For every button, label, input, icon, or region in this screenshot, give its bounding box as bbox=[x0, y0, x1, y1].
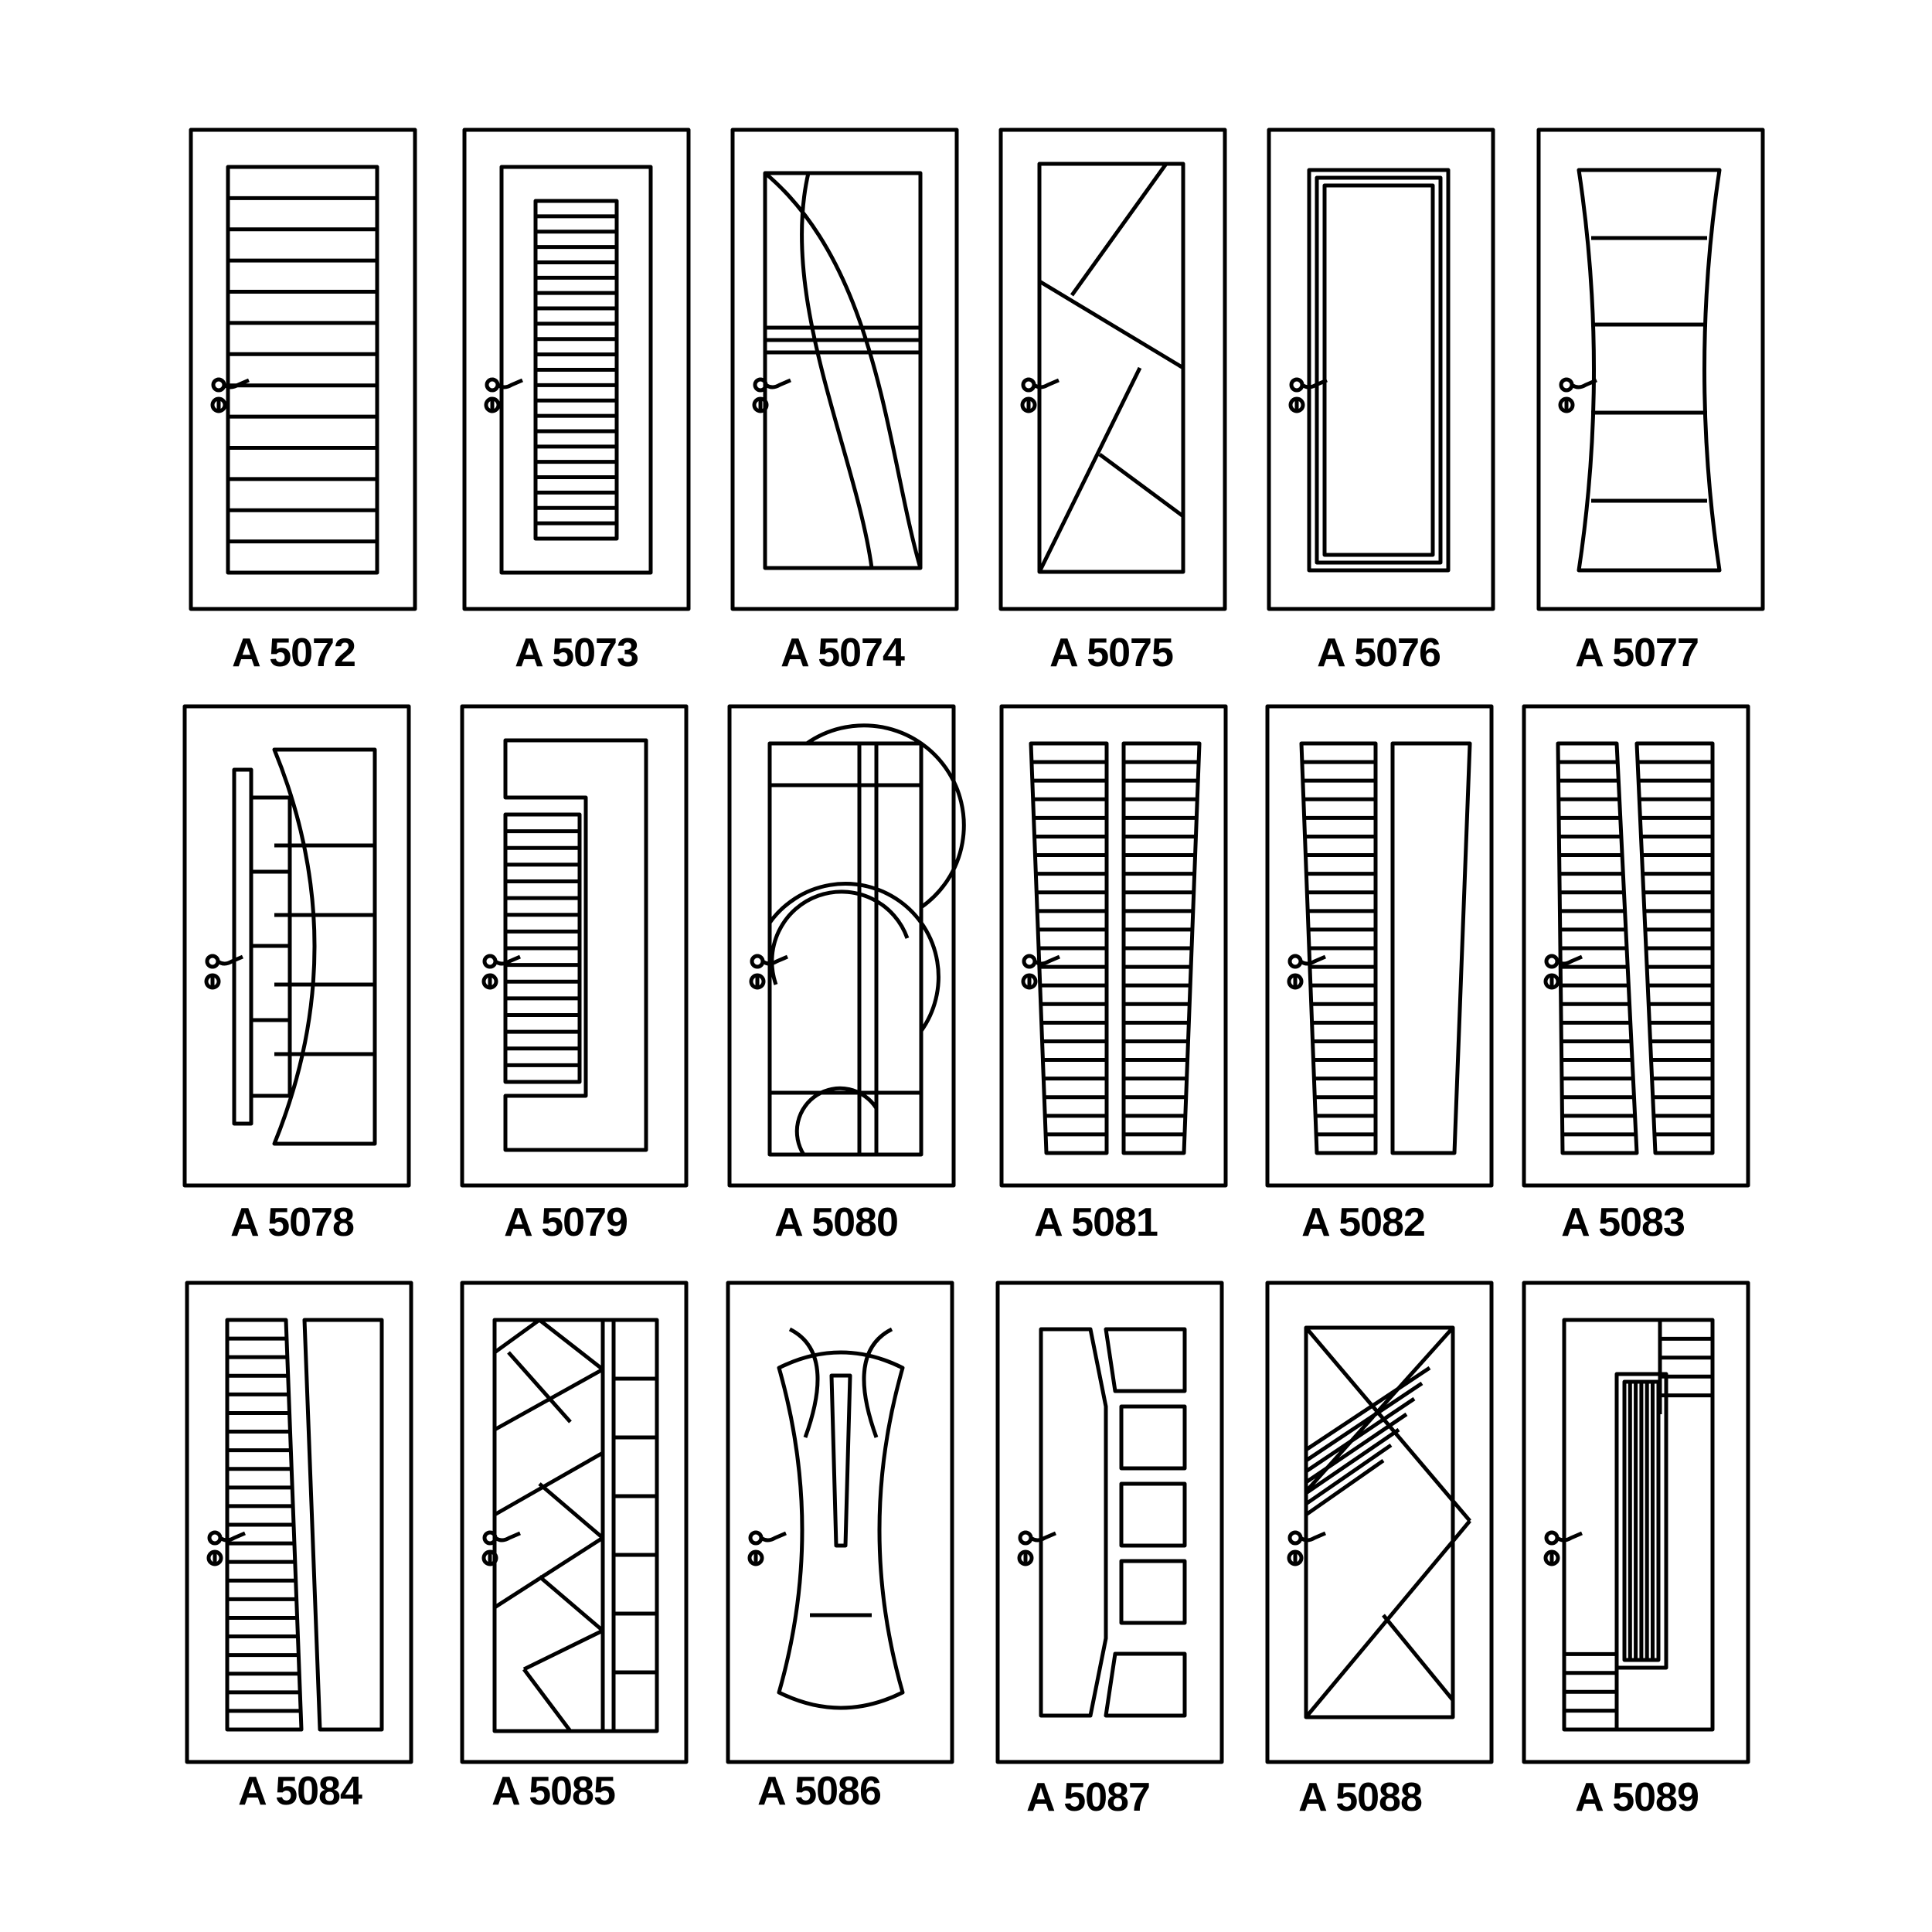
door-frame bbox=[995, 1281, 1224, 1764]
door-handle-icon bbox=[747, 1530, 787, 1566]
door-a5079 bbox=[460, 704, 689, 1188]
door-frame bbox=[726, 1281, 954, 1764]
door-a5078 bbox=[182, 704, 411, 1188]
door-frame bbox=[460, 1281, 689, 1764]
door-label-a5082: A 5082 bbox=[1301, 1200, 1426, 1245]
door-a5072 bbox=[189, 128, 417, 611]
door-a5086 bbox=[726, 1281, 954, 1764]
door-label-a5085: A 5085 bbox=[492, 1769, 616, 1814]
door-a5077 bbox=[1536, 128, 1765, 611]
door-frame bbox=[460, 704, 689, 1188]
door-a5085 bbox=[460, 1281, 689, 1764]
door-label-a5083: A 5083 bbox=[1561, 1200, 1685, 1245]
door-handle-icon bbox=[204, 954, 243, 990]
door-frame bbox=[462, 128, 691, 611]
door-handle-icon bbox=[484, 377, 523, 413]
door-frame bbox=[185, 1281, 413, 1764]
door-frame bbox=[1265, 1281, 1494, 1764]
door-label-a5080: A 5080 bbox=[774, 1200, 899, 1245]
door-frame bbox=[1267, 128, 1495, 611]
door-a5084 bbox=[185, 1281, 413, 1764]
door-frame bbox=[999, 704, 1228, 1188]
door-a5087 bbox=[995, 1281, 1224, 1764]
door-a5075 bbox=[998, 128, 1227, 611]
door-handle-icon bbox=[1287, 1530, 1326, 1566]
door-a5076 bbox=[1267, 128, 1495, 611]
door-a5088 bbox=[1265, 1281, 1494, 1764]
door-label-a5077: A 5077 bbox=[1575, 631, 1699, 675]
door-frame bbox=[189, 128, 417, 611]
door-label-a5086: A 5086 bbox=[757, 1769, 882, 1814]
door-handle-icon bbox=[1543, 954, 1583, 990]
door-handle-icon bbox=[481, 954, 521, 990]
door-frame bbox=[727, 704, 956, 1188]
door-a5083 bbox=[1522, 704, 1750, 1188]
door-handle-icon bbox=[1287, 954, 1326, 990]
door-frame bbox=[1536, 128, 1765, 611]
door-handle-icon bbox=[1558, 377, 1597, 413]
door-label-a5081: A 5081 bbox=[1034, 1200, 1158, 1245]
door-a5073 bbox=[462, 128, 691, 611]
door-frame bbox=[998, 128, 1227, 611]
door-a5080 bbox=[727, 704, 966, 1188]
door-frame bbox=[182, 704, 411, 1188]
door-frame bbox=[1265, 704, 1494, 1188]
door-label-a5087: A 5087 bbox=[1026, 1775, 1151, 1820]
door-label-a5075: A 5075 bbox=[1049, 631, 1174, 675]
door-frame bbox=[1522, 1281, 1750, 1764]
door-label-a5084: A 5084 bbox=[238, 1769, 362, 1814]
door-a5074 bbox=[730, 128, 959, 611]
door-a5081 bbox=[999, 704, 1228, 1188]
door-a5082 bbox=[1265, 704, 1494, 1188]
door-handle-icon bbox=[1021, 954, 1060, 990]
door-label-a5076: A 5076 bbox=[1317, 631, 1441, 675]
door-label-a5078: A 5078 bbox=[230, 1200, 355, 1245]
door-a5089 bbox=[1522, 1281, 1750, 1764]
door-label-a5089: A 5089 bbox=[1575, 1775, 1699, 1820]
door-label-a5072: A 5072 bbox=[232, 631, 356, 675]
door-label-a5088: A 5088 bbox=[1298, 1775, 1423, 1820]
door-handle-icon bbox=[749, 954, 788, 990]
door-handle-icon bbox=[1017, 1530, 1056, 1566]
door-frame bbox=[1522, 704, 1750, 1188]
door-frame bbox=[730, 128, 959, 611]
door-label-a5073: A 5073 bbox=[515, 631, 639, 675]
door-handle-icon bbox=[1020, 377, 1060, 413]
door-label-a5074: A 5074 bbox=[781, 631, 905, 675]
door-label-a5079: A 5079 bbox=[504, 1200, 628, 1245]
door-handle-icon bbox=[752, 377, 791, 413]
door-handle-icon bbox=[481, 1530, 521, 1566]
